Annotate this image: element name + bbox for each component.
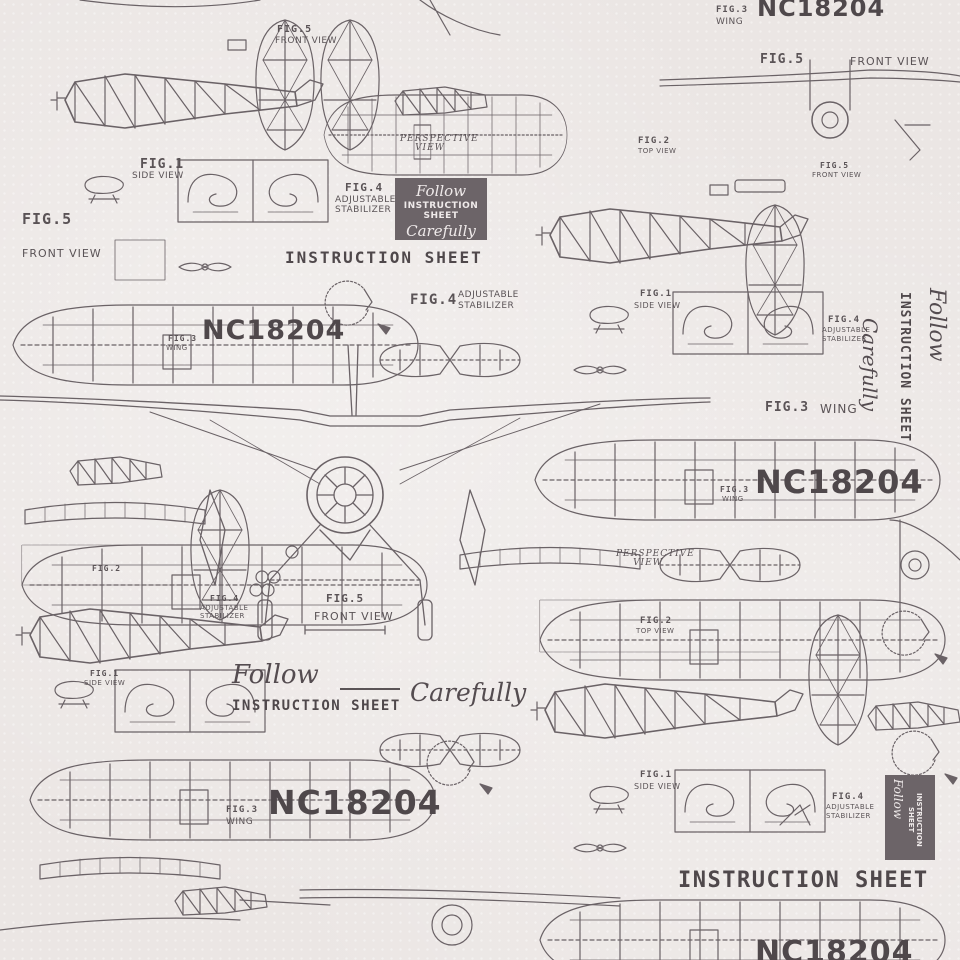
fig2-label-lower-right: FIG.2	[640, 616, 673, 626]
follow-script: Follow	[232, 660, 319, 690]
fig5-front-label: FIG.5	[326, 592, 365, 605]
perspective-view-label: PERSPECTIVE VIEW	[400, 134, 479, 153]
fig3-caption-top: WING	[716, 17, 744, 27]
registration-number-lower: NC18204	[268, 783, 442, 822]
fig5-front-caption: FRONT VIEW	[314, 610, 394, 623]
fig2-label-left: FIG.2	[92, 564, 122, 573]
fig4-caption-large-line2: STABILIZER	[458, 301, 515, 311]
fig5-label-small: FIG.5	[277, 24, 313, 35]
fig4-label-right: FIG.4	[828, 315, 861, 325]
carefully-script: Carefully	[410, 678, 527, 707]
fig4-label: FIG.4	[345, 181, 384, 194]
fig4-caption-line1: ADJUSTABLE	[335, 195, 396, 205]
stamp-carefully: Carefully	[406, 222, 476, 240]
fig2-caption-lower-right: TOP VIEW	[636, 627, 675, 635]
fig3-label-right: FIG.3	[765, 400, 810, 415]
fig1-caption: SIDE VIEW	[132, 171, 184, 181]
fig3-caption-right-small: WING	[722, 495, 744, 503]
fig2-label-right: FIG.2	[638, 136, 671, 146]
fig4-caption-right-2: STABILIZER	[822, 335, 867, 343]
registration-number-right: NC18204	[755, 463, 924, 501]
fig3-caption-small: WING	[166, 344, 188, 352]
fig1-caption-right: SIDE VIEW	[634, 301, 681, 310]
fig1-caption-lower-right: SIDE VIEW	[634, 782, 681, 791]
instruction-sheet-vertical: INSTRUCTION SHEET	[897, 292, 912, 443]
stamp-follow: Follow	[415, 182, 467, 200]
stamp-vertical-text: Follow	[891, 779, 905, 820]
instruction-sheet-bottom: INSTRUCTION SHEET	[678, 868, 929, 893]
registration-number-bottom: NC18204	[755, 935, 914, 960]
carefully-vertical: Carefully	[858, 318, 882, 411]
follow-vertical: Follow	[924, 288, 949, 362]
fig3-caption-lower: WING	[226, 817, 254, 827]
fig3-label-right-small: FIG.3	[720, 485, 750, 494]
fig5-caption-small: FRONT VIEW	[275, 36, 338, 46]
instruction-sheet-subheading: INSTRUCTION SHEET	[232, 698, 401, 714]
follow-stamp-vertical: Follow INSTRUCTION SHEET	[885, 775, 935, 860]
fig3-caption-right: WING	[820, 402, 858, 416]
fig5-caption: FRONT VIEW	[22, 247, 102, 260]
fig4-caption-left-2: STABILIZER	[200, 612, 245, 620]
fig4-caption-line2: STABILIZER	[335, 205, 392, 215]
fig4-caption-lower-right-1: ADJUSTABLE	[826, 803, 875, 811]
fig3-label-small: FIG.3	[168, 334, 198, 343]
fig1-caption-left: SIDE VIEW	[84, 679, 126, 687]
fig5-label-right-small: FIG.5	[820, 161, 850, 170]
fig4-caption-right-1: ADJUSTABLE	[822, 326, 871, 334]
fig2-caption-right: TOP VIEW	[638, 147, 677, 155]
registration-number-top: NC18204	[757, 0, 886, 22]
fig3-label-top: FIG.3	[716, 5, 749, 15]
instruction-sheet-heading: INSTRUCTION SHEET	[285, 248, 483, 267]
fig1-label-right: FIG.1	[640, 289, 673, 299]
fig5-label-right: FIG.5	[760, 52, 805, 67]
fig4-caption-left-1: ADJUSTABLE	[200, 604, 249, 612]
follow-instruction-stamp: Follow INSTRUCTION SHEET Carefully	[395, 178, 487, 240]
fig4-caption-lower-right-2: STABILIZER	[826, 812, 871, 820]
perspective-view-right: PERSPECTIVE VIEW	[616, 549, 695, 568]
fig4-label-lower-right: FIG.4	[832, 792, 865, 802]
fig1-label-lower-right: FIG.1	[640, 770, 673, 780]
fig4-caption-large-line1: ADJUSTABLE	[458, 290, 519, 300]
registration-number: NC18204	[202, 315, 346, 346]
fig3-label-lower: FIG.3	[226, 805, 259, 815]
fig4-label-left: FIG.4	[210, 594, 240, 603]
fig5-label: FIG.5	[22, 210, 73, 228]
fig1-label-left: FIG.1	[90, 669, 120, 678]
fig5-caption-right: FRONT VIEW	[850, 55, 930, 68]
fig5-caption-right-small: FRONT VIEW	[812, 171, 862, 179]
stamp-vertical-sheet: INSTRUCTION SHEET	[907, 792, 923, 847]
fig4-label-large: FIG.4	[410, 292, 458, 308]
stamp-instruction-sheet: INSTRUCTION SHEET	[403, 201, 479, 221]
fig1-label: FIG.1	[140, 157, 185, 172]
follow-underline	[340, 688, 400, 690]
